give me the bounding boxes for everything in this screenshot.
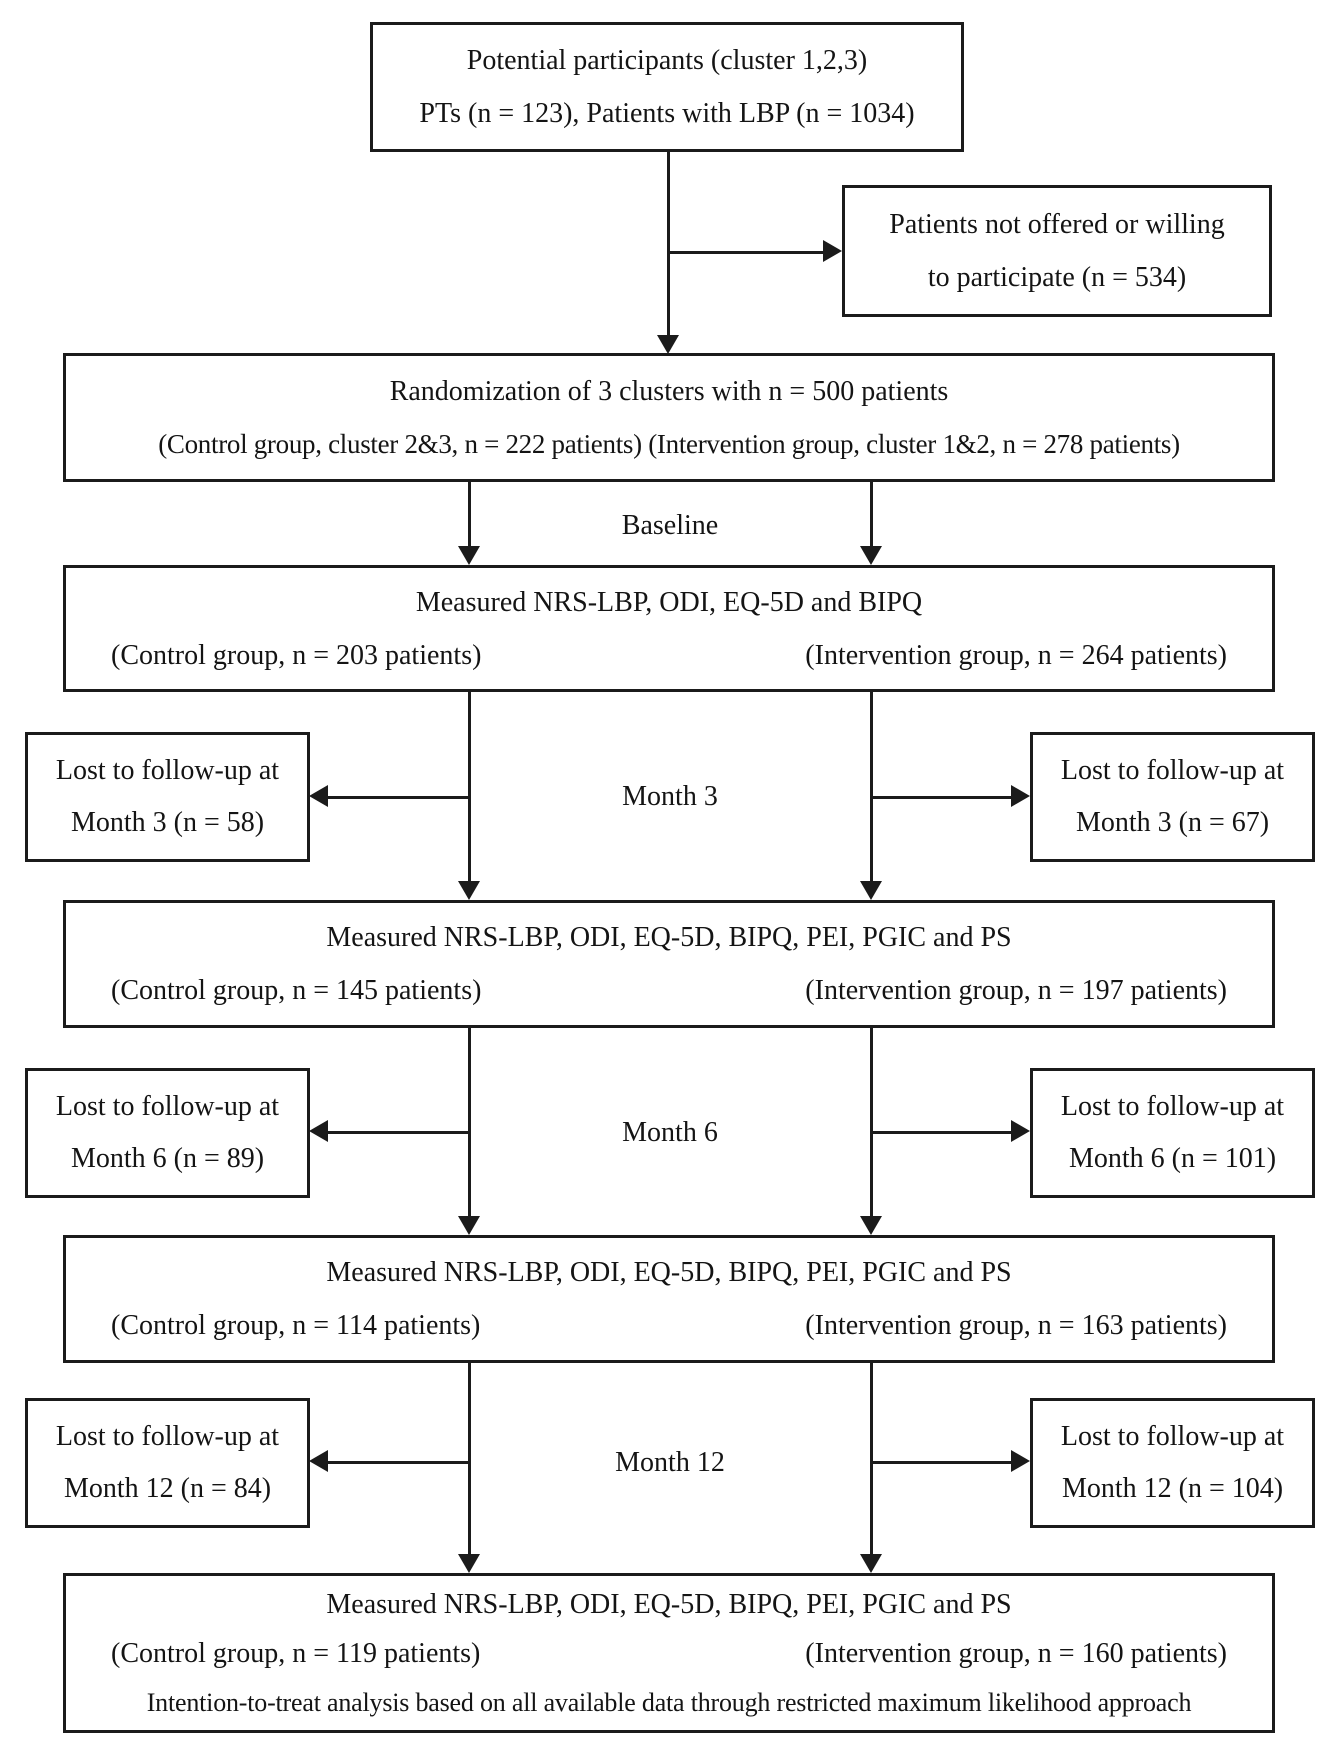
month12-lost-control-box: Lost to follow-up at Month 12 (n = 84) [25, 1398, 310, 1528]
month6-lost-control-box: Lost to follow-up at Month 6 (n = 89) [25, 1068, 310, 1198]
month3-lost-control-box: Lost to follow-up at Month 3 (n = 58) [25, 732, 310, 862]
month3-intervention-count: (Intervention group, n = 197 patients) [805, 975, 1227, 1006]
month6-lost-intervention-box: Lost to follow-up at Month 6 (n = 101) [1030, 1068, 1315, 1198]
arrowhead-down [458, 881, 480, 900]
connector-month6-lost-control [328, 1131, 469, 1134]
month3-control-count: (Control group, n = 145 patients) [111, 975, 482, 1006]
connector-month12-lost-control [328, 1461, 469, 1464]
month6-lost-intervention-line1: Lost to follow-up at [1060, 1091, 1285, 1122]
potential-line1: Potential participants (cluster 1,2,3) [466, 45, 868, 76]
month12-lost-control-line1: Lost to follow-up at [55, 1421, 280, 1452]
randomization-line2: (Control group, cluster 2&3, n = 222 pat… [158, 428, 1180, 459]
connector-month6-intervention [870, 1363, 873, 1555]
baseline-measured-instruments: Measured NRS-LBP, ODI, EQ-5D and BIPQ [415, 586, 923, 618]
month6-control-count: (Control group, n = 114 patients) [111, 1310, 481, 1341]
intention-to-treat-note: Intention-to-treat analysis based on all… [146, 1687, 1192, 1717]
arrowhead-left [309, 1120, 328, 1142]
month3-group-counts: (Control group, n = 145 patients) (Inter… [66, 964, 1272, 1017]
month6-lost-control-line1: Lost to follow-up at [55, 1091, 280, 1122]
month12-stage-label: Month 12 [615, 1447, 725, 1478]
arrowhead-right [1011, 1450, 1030, 1472]
month6-lost-intervention-line2: Month 6 (n = 101) [1068, 1143, 1277, 1174]
month3-measure-box: Measured NRS-LBP, ODI, EQ-5D, BIPQ, PEI,… [63, 900, 1275, 1028]
month12-measured-instruments: Measured NRS-LBP, ODI, EQ-5D, BIPQ, PEI,… [326, 1588, 1012, 1620]
connector-month3-intervention [870, 1028, 873, 1217]
month12-intervention-count: (Intervention group, n = 160 patients) [805, 1637, 1227, 1669]
arrowhead-right [823, 240, 842, 262]
month3-lost-intervention-line2: Month 3 (n = 67) [1075, 807, 1270, 838]
month12-lost-intervention-line1: Lost to follow-up at [1060, 1421, 1285, 1452]
baseline-intervention-count: (Intervention group, n = 264 patients) [805, 639, 1227, 671]
baseline-control-count: (Control group, n = 203 patients) [111, 639, 482, 671]
month12-lost-control-line2: Month 12 (n = 84) [63, 1473, 272, 1504]
connector-month6-control [468, 1363, 471, 1555]
arrowhead-down [458, 546, 480, 565]
connector-month3-lost-control [328, 796, 469, 799]
arrowhead-down [860, 1554, 882, 1573]
connector-to-excluded [668, 251, 824, 254]
connector-month3-lost-intervention [871, 796, 1012, 799]
month12-control-count: (Control group, n = 119 patients) [111, 1637, 481, 1669]
arrowhead-right [1011, 1120, 1030, 1142]
arrowhead-down [657, 335, 679, 354]
month3-lost-control-line1: Lost to follow-up at [55, 755, 280, 786]
arrowhead-left [309, 1450, 328, 1472]
potential-participants-box: Potential participants (cluster 1,2,3) P… [370, 22, 964, 152]
baseline-measure-box: Measured NRS-LBP, ODI, EQ-5D and BIPQ (C… [63, 565, 1275, 692]
month6-measured-instruments: Measured NRS-LBP, ODI, EQ-5D, BIPQ, PEI,… [326, 1257, 1012, 1288]
connector-baseline-intervention [870, 692, 873, 882]
month12-lost-intervention-box: Lost to follow-up at Month 12 (n = 104) [1030, 1398, 1315, 1528]
month3-measured-instruments: Measured NRS-LBP, ODI, EQ-5D, BIPQ, PEI,… [326, 922, 1012, 953]
month3-stage-label: Month 3 [622, 781, 718, 812]
month3-lost-control-line2: Month 3 (n = 58) [70, 807, 265, 838]
excluded-line1: Patients not offered or willing [889, 209, 1225, 240]
month6-stage-label: Month 6 [622, 1117, 718, 1148]
connector-potential-to-randomization [667, 152, 670, 336]
excluded-patients-box: Patients not offered or willing to parti… [842, 185, 1272, 317]
arrowhead-down [458, 1554, 480, 1573]
connector-month12-lost-intervention [871, 1461, 1012, 1464]
month3-lost-intervention-box: Lost to follow-up at Month 3 (n = 67) [1030, 732, 1315, 862]
connector-month6-lost-intervention [871, 1131, 1012, 1134]
baseline-stage-label: Baseline [621, 510, 719, 541]
month12-lost-intervention-line2: Month 12 (n = 104) [1061, 1473, 1284, 1504]
month6-intervention-count: (Intervention group, n = 163 patients) [805, 1310, 1227, 1341]
randomization-box: Randomization of 3 clusters with n = 500… [63, 353, 1275, 482]
month6-group-counts: (Control group, n = 114 patients) (Inter… [66, 1299, 1272, 1352]
month6-lost-control-line2: Month 6 (n = 89) [70, 1143, 265, 1174]
baseline-group-counts: (Control group, n = 203 patients) (Inter… [66, 629, 1272, 682]
excluded-line2: to participate (n = 534) [927, 262, 1187, 293]
month6-measure-box: Measured NRS-LBP, ODI, EQ-5D, BIPQ, PEI,… [63, 1235, 1275, 1363]
month12-group-counts: (Control group, n = 119 patients) (Inter… [66, 1629, 1272, 1678]
connector-randomization-control [468, 482, 471, 547]
month12-final-measure-box: Measured NRS-LBP, ODI, EQ-5D, BIPQ, PEI,… [63, 1573, 1275, 1733]
randomization-line1: Randomization of 3 clusters with n = 500… [389, 375, 949, 407]
arrowhead-down [860, 1216, 882, 1235]
connector-baseline-control [468, 692, 471, 882]
connector-month3-control [468, 1028, 471, 1217]
arrowhead-down [860, 881, 882, 900]
arrowhead-down [458, 1216, 480, 1235]
potential-line2: PTs (n = 123), Patients with LBP (n = 10… [419, 98, 915, 129]
month3-lost-intervention-line1: Lost to follow-up at [1060, 755, 1285, 786]
arrowhead-down [860, 546, 882, 565]
arrowhead-right [1011, 785, 1030, 807]
connector-randomization-intervention [870, 482, 873, 547]
arrowhead-left [309, 785, 328, 807]
